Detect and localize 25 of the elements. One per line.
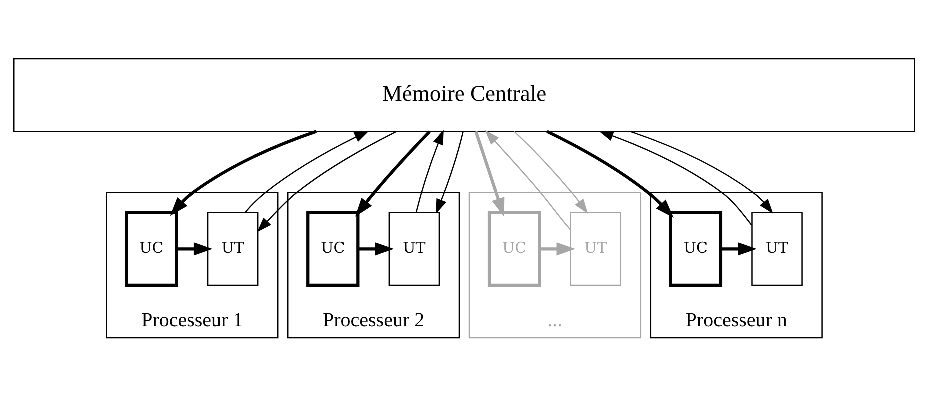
- arrow: [630, 131, 774, 214]
- arrow: [485, 130, 571, 230]
- arrow: [721, 242, 757, 256]
- node-box: UC: [669, 211, 723, 287]
- arrow: [244, 130, 370, 214]
- arrow: [474, 131, 505, 217]
- arrow: [416, 130, 444, 213]
- node-box: UT: [207, 212, 259, 286]
- arrow: [358, 242, 394, 256]
- node-box: UC: [488, 211, 542, 287]
- node-box: UT: [752, 212, 803, 286]
- node-box: UT: [570, 212, 622, 286]
- arrow: [257, 131, 398, 232]
- arrow: [598, 131, 752, 226]
- arrow: [540, 242, 576, 256]
- arrow: [355, 130, 431, 217]
- node-box: UT: [388, 212, 440, 286]
- node-box: UC: [306, 211, 360, 287]
- arrow: [176, 242, 213, 256]
- node-box: UC: [125, 211, 178, 287]
- arrow: [514, 131, 588, 214]
- arrow: [436, 131, 464, 214]
- arrow: [170, 130, 318, 216]
- node-box: Mémoire Centrale: [14, 58, 916, 132]
- arrow: [546, 130, 674, 218]
